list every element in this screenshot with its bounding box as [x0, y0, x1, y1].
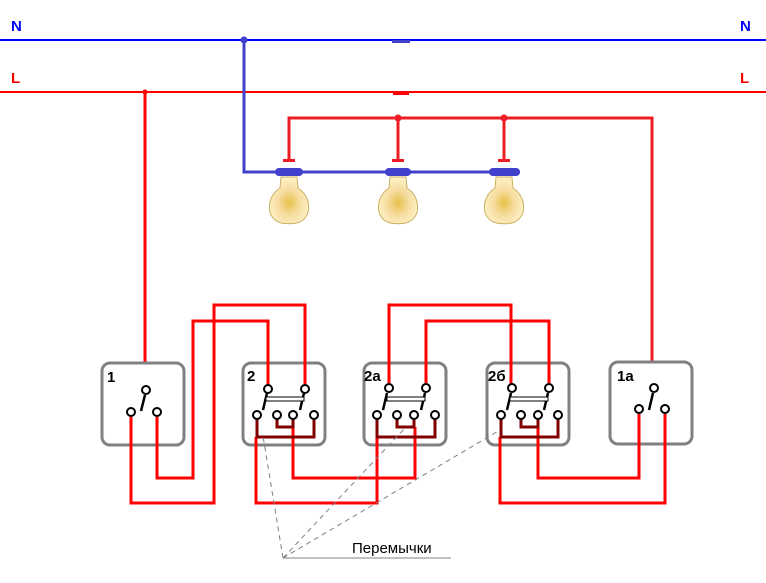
switch-label-1: 1	[107, 369, 115, 386]
switch-2a-contacts	[372, 383, 440, 420]
lamp-2	[377, 159, 419, 225]
neutral-label-left: N	[11, 18, 22, 35]
switch-label-2a: 2а	[364, 368, 381, 385]
lamp-1	[268, 159, 310, 225]
lamp-bus-junction	[500, 114, 508, 122]
interconnect-wires	[129, 303, 667, 505]
switch-label-1a: 1а	[617, 368, 634, 385]
live-label-right: L	[740, 70, 749, 87]
neutral-lamp-bus	[242, 40, 520, 174]
switch-2b-contacts	[496, 383, 563, 420]
jumpers-annotation: Перемычки	[352, 540, 432, 557]
lamp-bus-junction	[394, 114, 402, 122]
bulb-icon	[268, 176, 310, 225]
switch-1a-contacts	[634, 383, 670, 414]
switch-label-2b: 2б	[488, 368, 506, 385]
switch-1-contacts	[126, 385, 162, 417]
jumpers	[255, 419, 560, 439]
bulb-icon	[377, 176, 419, 225]
lamp-live-bus	[287, 116, 654, 384]
switch-label-2: 2	[247, 368, 255, 385]
lamp-3	[483, 159, 525, 225]
switch-2-contacts	[252, 384, 319, 420]
live-mark	[393, 92, 409, 95]
neutral-mark	[392, 40, 410, 43]
live-label-left: L	[11, 70, 20, 87]
neutral-label-right: N	[740, 18, 751, 35]
jumper-leader-lines	[262, 426, 501, 559]
bulb-icon	[483, 176, 525, 225]
